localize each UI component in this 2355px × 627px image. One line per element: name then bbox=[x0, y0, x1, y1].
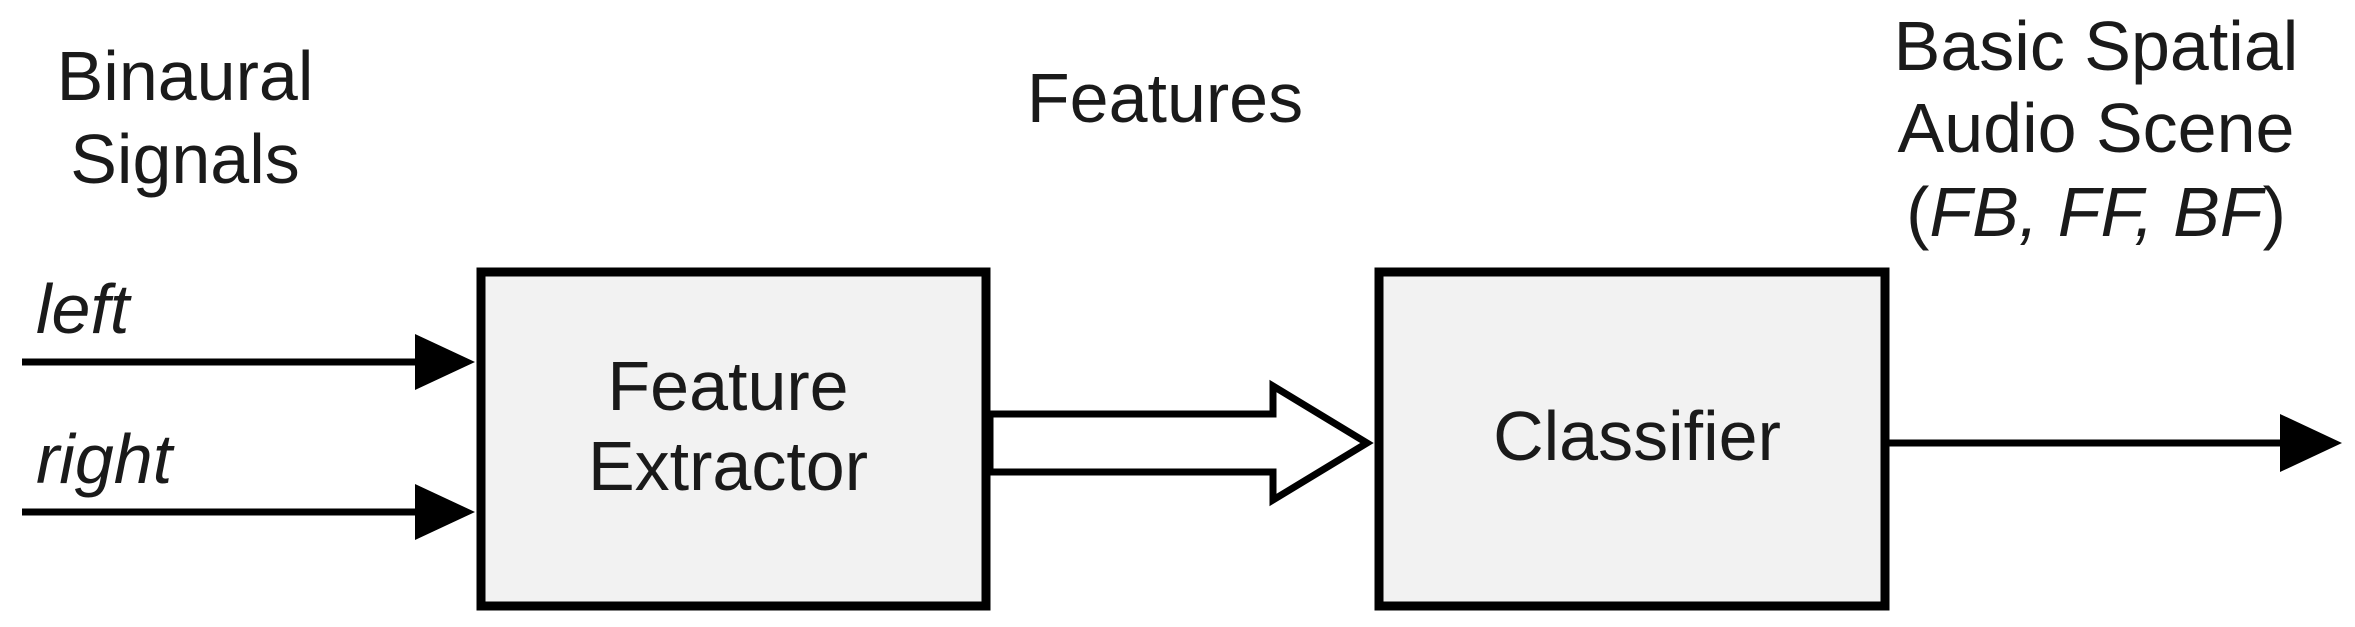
feature-extractor-label-line-2: Extractor bbox=[588, 427, 868, 505]
output-arrow bbox=[1889, 414, 2342, 472]
output-classes: FB, FF, BF bbox=[1929, 173, 2266, 251]
right-input-arrow bbox=[22, 484, 475, 540]
left-input-arrow bbox=[22, 334, 475, 390]
feature-extractor-box bbox=[476, 267, 991, 611]
features-arrow bbox=[986, 379, 1374, 507]
output-label-line-3: (FB, FF, BF) bbox=[1906, 173, 2286, 251]
left-signal-label: left bbox=[36, 270, 132, 348]
right-signal-label: right bbox=[36, 420, 175, 498]
features-label: Features bbox=[1027, 59, 1303, 137]
input-label-line-1: Binaural bbox=[57, 37, 314, 115]
feature-extractor-label-line-1: Feature bbox=[607, 347, 848, 425]
classifier-label: Classifier bbox=[1493, 397, 1781, 475]
input-label-line-2: Signals bbox=[70, 120, 300, 198]
classifier-box bbox=[1374, 267, 1890, 611]
output-label-line-2: Audio Scene bbox=[1898, 89, 2295, 167]
output-label-line-1: Basic Spatial bbox=[1894, 7, 2299, 85]
output-open-paren: ( bbox=[1906, 173, 1929, 251]
output-close-paren: ) bbox=[2263, 173, 2286, 251]
